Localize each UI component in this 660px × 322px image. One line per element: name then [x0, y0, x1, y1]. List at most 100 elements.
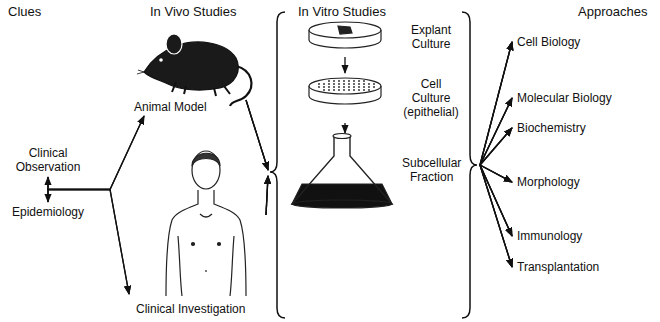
- arrow-connector: [266, 176, 268, 215]
- cell-dot: [358, 89, 360, 91]
- cell-dot: [348, 89, 350, 91]
- column-heading: In Vitro Studies: [298, 4, 386, 19]
- culture-stage: Explant Culture: [290, 18, 460, 56]
- cell-dot: [373, 86, 375, 88]
- human-hair: [192, 153, 220, 166]
- column-heading: Clues: [8, 4, 41, 19]
- cell-dot: [363, 89, 365, 91]
- cell-dot: [343, 86, 345, 88]
- cell-dot: [338, 86, 340, 88]
- node-label: Morphology: [517, 175, 580, 189]
- node-label: Subcellular Fraction: [402, 156, 461, 184]
- cell-dot: [328, 83, 330, 85]
- rat-ear: [166, 34, 182, 54]
- arrow-connector: [480, 42, 512, 165]
- rat-body: [144, 42, 238, 90]
- cell-dot: [328, 89, 330, 91]
- cell-dot: [368, 86, 370, 88]
- cell-dot: [353, 86, 355, 88]
- column-heading: In Vivo Studies: [150, 4, 236, 19]
- cell-dot: [328, 80, 330, 82]
- explant-dish: [309, 22, 381, 48]
- node-label: Biochemistry: [517, 121, 586, 135]
- human-head: [192, 151, 220, 189]
- cell-dot: [328, 86, 330, 88]
- clue-text: Clinical Observation: [8, 146, 88, 174]
- cell-dot: [373, 83, 375, 85]
- study-figure: Animal Model: [128, 22, 245, 114]
- node-label: Transplantation: [517, 260, 599, 274]
- flask-outline: [292, 136, 392, 204]
- rat-whiskers: [137, 70, 144, 74]
- arrow-connector: [480, 128, 512, 165]
- left-brace: [270, 12, 285, 318]
- arrow-connector: [480, 165, 512, 236]
- cell-dot: [323, 86, 325, 88]
- arrow-connector: [480, 42, 512, 165]
- arrow-connector: [480, 42, 512, 165]
- arrow-connector: [480, 98, 512, 165]
- node-label: Molecular Biology: [517, 91, 612, 105]
- human-details: [200, 214, 212, 272]
- cell-dot: [333, 80, 335, 82]
- cell-dot: [353, 80, 355, 82]
- cell-dots: [318, 80, 375, 91]
- node-label: Clinical Investigation: [136, 302, 245, 316]
- cell-dot: [318, 86, 320, 88]
- arrow-connector: [480, 98, 512, 165]
- cell-dot: [353, 83, 355, 85]
- cell-dot: [333, 86, 335, 88]
- cell-dot: [348, 83, 350, 85]
- cell-dot: [358, 83, 360, 85]
- cell-dot: [363, 86, 365, 88]
- approach-text: Morphology: [515, 174, 582, 190]
- approach-text: Molecular Biology: [515, 90, 614, 106]
- cell-dot: [338, 89, 340, 91]
- study-figure: Clinical Investigation: [130, 135, 265, 316]
- cell-dot: [353, 89, 355, 91]
- node-label: Clinical Observation: [8, 146, 88, 174]
- cell-dot: [368, 83, 370, 85]
- culture-stage: Cell Culture (epithelial): [290, 74, 460, 122]
- arrow-connector: [48, 177, 129, 294]
- dish-rim: [309, 78, 381, 94]
- cell-dot: [343, 83, 345, 85]
- arrow-connector: [344, 57, 345, 73]
- node-label: Epidemiology: [8, 205, 88, 219]
- cell-dot: [348, 86, 350, 88]
- cell-dot: [343, 80, 345, 82]
- arrow-connector: [246, 100, 268, 170]
- cell-dot: [338, 80, 340, 82]
- node-label: Explant Culture: [402, 23, 460, 51]
- arrow-connector: [480, 165, 512, 267]
- cell-dot: [358, 80, 360, 82]
- cell-dot: [358, 86, 360, 88]
- arrow-connector: [480, 165, 512, 267]
- dish-rim: [309, 22, 381, 38]
- cell-culture-dish: [309, 78, 381, 104]
- rat-eye: [159, 58, 163, 62]
- human-arms: [178, 236, 234, 296]
- rat-illustration: [137, 34, 251, 106]
- cell-dot: [343, 89, 345, 91]
- column-heading: Approaches: [578, 4, 647, 19]
- cell-dot: [363, 83, 365, 85]
- flask-base: [292, 200, 392, 208]
- cell-dot: [323, 89, 325, 91]
- arrow-connector: [480, 165, 512, 267]
- cell-dot: [338, 83, 340, 85]
- node-label: Immunology: [517, 229, 582, 243]
- clue-text: Epidemiology: [8, 205, 88, 219]
- cell-dot: [323, 83, 325, 85]
- arrow-connector: [266, 176, 268, 215]
- approach-text: Cell Biology: [515, 34, 582, 50]
- cell-dot: [333, 89, 335, 91]
- arrow-connector: [266, 176, 268, 215]
- right-brace: [462, 12, 477, 318]
- arrow-connector: [480, 165, 512, 236]
- cell-dot: [363, 80, 365, 82]
- arrow-connector: [246, 100, 268, 170]
- arrow-connector: [480, 98, 512, 165]
- arrow-connector: [480, 165, 512, 236]
